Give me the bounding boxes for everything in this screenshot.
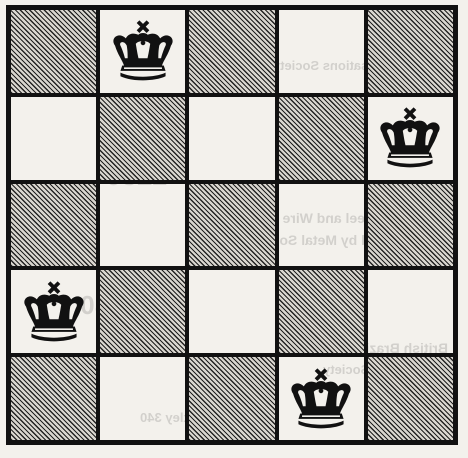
black-king-icon[interactable] [373, 105, 447, 171]
board-square-r2-c0[interactable] [9, 182, 98, 269]
board-square-r0-c1[interactable] [98, 8, 187, 95]
board-square-r3-c3[interactable] [277, 268, 366, 355]
board-square-r2-c4[interactable] [366, 182, 455, 269]
black-king-icon[interactable] [106, 18, 180, 84]
board-square-r1-c3[interactable] [277, 95, 366, 182]
black-king-icon[interactable] [284, 366, 358, 432]
board-square-r3-c0[interactable] [9, 268, 98, 355]
board-square-r4-c4[interactable] [366, 355, 455, 442]
board-square-r1-c2[interactable] [187, 95, 276, 182]
board-square-r4-c1[interactable] [98, 355, 187, 442]
board-square-r4-c2[interactable] [187, 355, 276, 442]
board-square-r0-c2[interactable] [187, 8, 276, 95]
board-square-r2-c1[interactable] [98, 182, 187, 269]
board-square-r1-c4[interactable] [366, 95, 455, 182]
board-square-r3-c2[interactable] [187, 268, 276, 355]
board-square-r1-c0[interactable] [9, 95, 98, 182]
board-square-r0-c4[interactable] [366, 8, 455, 95]
board-square-r0-c0[interactable] [9, 8, 98, 95]
board-square-r2-c3[interactable] [277, 182, 366, 269]
black-king-icon[interactable] [17, 279, 91, 345]
board-square-r0-c3[interactable] [277, 8, 366, 95]
chess-board [6, 5, 458, 445]
board-square-r4-c3[interactable] [277, 355, 366, 442]
board-square-r2-c2[interactable] [187, 182, 276, 269]
board-square-r1-c1[interactable] [98, 95, 187, 182]
board-square-r4-c0[interactable] [9, 355, 98, 442]
board-square-r3-c1[interactable] [98, 268, 187, 355]
board-square-r3-c4[interactable] [366, 268, 455, 355]
